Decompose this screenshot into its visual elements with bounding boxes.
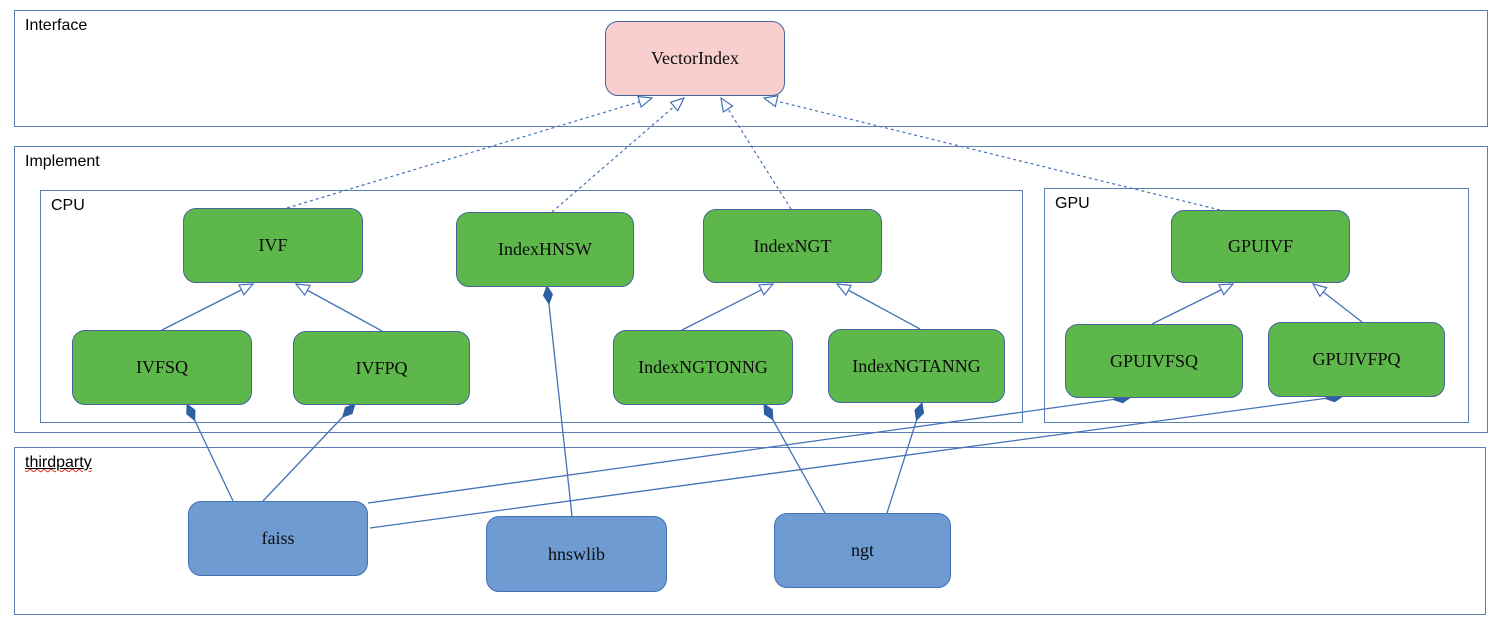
edge-ivfsq-ivf [161, 284, 253, 331]
node-ivfsq-label: IVFSQ [135, 357, 188, 377]
node-gpuivfsq[interactable]: GPUIVFSQ [1065, 324, 1243, 398]
edge-indexngt-vectorindex [721, 98, 792, 210]
container-cpu[interactable]: CPU [40, 190, 1023, 423]
edge-gpuivfsq-gpuivf [1151, 284, 1233, 325]
node-hnswlib[interactable]: hnswlib [486, 516, 667, 592]
edge-gpuivf-vectorindex [764, 98, 1221, 211]
node-indexhnsw[interactable]: IndexHNSW [456, 212, 634, 287]
edge-faiss-gpuivfsq [367, 397, 1131, 504]
container-gpu-label: GPU [1055, 195, 1090, 212]
node-gpuivfpq[interactable]: GPUIVFPQ [1268, 322, 1445, 397]
node-gpuivfpq-label: GPUIVFPQ [1312, 349, 1401, 369]
node-ivfpq[interactable]: IVFPQ [293, 331, 470, 405]
node-indexngtanng-label: IndexNGTANNG [852, 355, 981, 376]
node-gpuivfsq-label: GPUIVFSQ [1109, 350, 1199, 371]
edge-hnswlib-indexhnsw [547, 286, 573, 517]
container-interface-label: Interface [25, 17, 88, 34]
node-ivf-label: IVF [258, 235, 288, 255]
edge-ngt-indexngtanng [886, 403, 922, 514]
node-vectorindex[interactable]: VectorIndex [605, 21, 785, 96]
edge-ivfpq-ivf [296, 284, 383, 332]
node-ngt[interactable]: ngt [774, 513, 951, 588]
edge-indexhnsw-vectorindex [551, 98, 684, 213]
edge-ivf-vectorindex [286, 98, 652, 209]
node-indexngt-label: IndexNGT [753, 235, 832, 256]
node-vectorindex-label: VectorIndex [651, 48, 739, 68]
container-implement-label: Implement [25, 153, 100, 170]
container-thirdparty-label: thirdparty [25, 453, 92, 472]
node-indexngtonng[interactable]: IndexNGTONNG [613, 330, 793, 405]
container-gpu[interactable]: GPU [1044, 188, 1469, 423]
edge-gpuivfpq-gpuivf [1313, 284, 1363, 323]
edge-faiss-ivfsq [187, 404, 234, 502]
node-indexngtonng-label: IndexNGTONNG [638, 357, 768, 377]
node-indexngt[interactable]: IndexNGT [703, 209, 882, 283]
node-ivf[interactable]: IVF [183, 208, 363, 283]
edge-indexngtonng-indexngt [681, 284, 773, 331]
edge-faiss-ivfpq [262, 404, 355, 502]
node-faiss[interactable]: faiss [188, 501, 368, 576]
edge-ngt-indexngtonng [763, 404, 826, 514]
node-ngt-label: ngt [850, 540, 874, 560]
node-ivfpq-label: IVFPQ [355, 357, 408, 378]
container-thirdparty[interactable]: thirdparty [14, 447, 1486, 615]
node-gpuivf[interactable]: GPUIVF [1171, 210, 1350, 283]
node-indexngtanng[interactable]: IndexNGTANNG [828, 329, 1005, 403]
node-hnswlib-label: hnswlib [547, 543, 605, 564]
edge-faiss-gpuivfpq [369, 396, 1343, 529]
node-faiss-label: faiss [261, 528, 295, 548]
container-cpu-label: CPU [51, 197, 85, 214]
edge-indexngtanng-indexngt [837, 284, 921, 330]
container-interface[interactable]: Interface [14, 10, 1488, 127]
spellcheck-underline: thirdparty [25, 454, 92, 471]
node-ivfsq[interactable]: IVFSQ [72, 330, 252, 405]
node-gpuivf-label: GPUIVF [1227, 236, 1293, 256]
node-indexhnsw-label: IndexHNSW [498, 239, 592, 259]
